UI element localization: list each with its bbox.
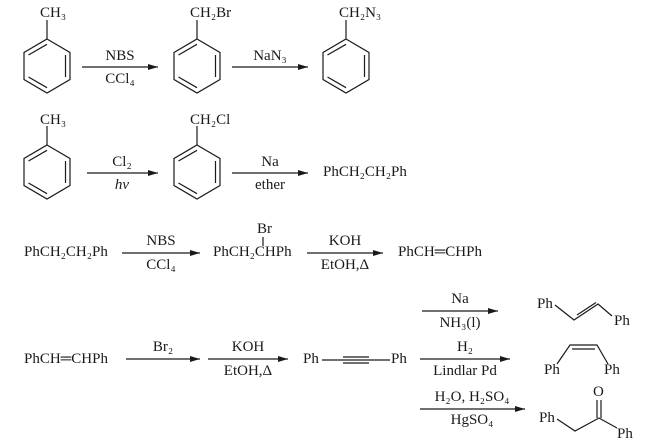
substituent-label: CH₂Br [190, 5, 232, 21]
solvent-label: EtOH,Δ [223, 363, 273, 379]
phenyl-label: Ph [537, 296, 553, 312]
product-formula: PhCH═CHPh [398, 244, 482, 260]
cis-stilbene-bonds [556, 344, 609, 365]
solvent-label: CCl₄ [146, 257, 176, 273]
benzene-ring-benzyl-chloride [173, 126, 221, 200]
phenyl-label: Ph [391, 351, 407, 367]
phenyl-label: Ph [303, 351, 319, 367]
reagent-label: NBS [146, 233, 176, 249]
intermediate-formula: PhCH₂CHPh [213, 244, 292, 260]
trans-stilbene-bonds [554, 301, 613, 321]
solvent-label: EtOH,Δ [320, 257, 370, 273]
start-formula: PhCH═CHPh [24, 351, 108, 367]
substituent-label: CH₂N₃ [339, 5, 382, 21]
benzene-ring-benzyl-azide [322, 20, 370, 94]
product-formula: PhCH₂CH₂Ph [323, 164, 407, 180]
start-formula: PhCH₂CH₂Ph [24, 244, 108, 260]
benzene-ring-benzyl-bromide [173, 20, 221, 94]
alkyne-triple-bond [322, 356, 390, 364]
solvent-label: CCl₄ [105, 71, 135, 87]
reagent-label: NaN₃ [253, 48, 287, 64]
reagent-label: KOH [231, 339, 265, 355]
benzene-ring-toluene-2 [23, 126, 71, 200]
substituent-label: CH₂Cl [190, 112, 231, 128]
reagent-label: Cl₂ [112, 154, 132, 170]
reagent-label: Na [261, 154, 279, 170]
phenyl-label: Ph [539, 410, 555, 426]
catalyst-label: Lindlar Pd [433, 363, 497, 379]
phenyl-label: Ph [604, 362, 620, 378]
phenyl-label: Ph [614, 313, 630, 329]
reagent-label: H₂ [456, 339, 474, 355]
reagent-label: H₂O, H₂SO₄ [434, 389, 510, 405]
reagent-label: Br₂ [152, 339, 174, 355]
bromine-label: Br [257, 221, 272, 237]
catalyst-label: HgSO₄ [450, 412, 494, 428]
methyl-label: CH₃ [40, 112, 67, 128]
reagent-label: KOH [328, 233, 362, 249]
condition-label: hv [114, 177, 130, 193]
reagent-label: NBS [105, 48, 135, 64]
benzene-ring-toluene-1 [23, 20, 71, 94]
phenyl-label: Ph [617, 426, 633, 442]
methyl-label: CH₃ [40, 5, 67, 21]
deoxybenzoin-bonds [556, 400, 618, 432]
phenyl-label: Ph [544, 362, 560, 378]
solvent-label: NH₃(l) [439, 315, 481, 331]
solvent-label: ether [255, 177, 285, 193]
oxygen-label: O [593, 384, 604, 400]
reagent-label: Na [451, 291, 469, 307]
